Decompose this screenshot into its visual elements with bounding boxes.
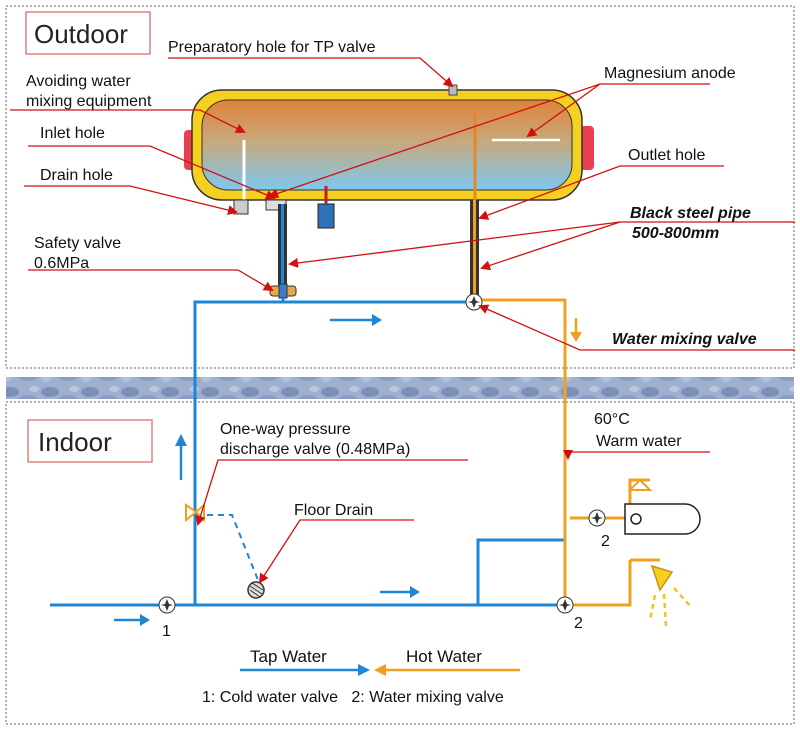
label-safety-valve-1: Safety valve xyxy=(34,235,121,252)
label-avoiding-1: Avoiding water xyxy=(26,73,131,90)
label-black-pipe-1: Black steel pipe xyxy=(630,205,751,222)
mixing-valve-shower xyxy=(556,596,574,614)
mixing-valve-basin xyxy=(588,509,606,527)
label-warm-temp: 60°C xyxy=(594,411,630,428)
outdoor-tag-box xyxy=(25,11,151,55)
indoor-tag-box xyxy=(27,419,153,463)
outdoor-region xyxy=(5,5,795,369)
legend-key: 1: Cold water valve 2: Water mixing valv… xyxy=(202,689,504,706)
legend: Tap Water Hot Water 1: Cold water valve … xyxy=(202,647,520,706)
legend-tap-water: Tap Water xyxy=(250,647,327,666)
label-oneway-2: discharge valve (0.48MPa) xyxy=(220,441,410,458)
cold-water-valve xyxy=(158,596,176,614)
floor-drain xyxy=(247,581,265,599)
label-drain-hole: Drain hole xyxy=(40,167,113,184)
label-inlet-hole: Inlet hole xyxy=(40,125,105,142)
label-safety-valve-2: 0.6MPa xyxy=(34,255,89,272)
label-black-pipe-2: 500-800mm xyxy=(632,225,719,242)
label-warm-water: Warm water xyxy=(596,433,682,450)
leader-lines xyxy=(10,57,795,584)
safety-valve xyxy=(269,283,297,299)
label-avoiding-2: mixing equipment xyxy=(26,93,152,110)
outdoor-tag: Outdoor xyxy=(34,19,128,49)
basin-fixture xyxy=(624,478,701,535)
label-water-mixing-valve: Water mixing valve xyxy=(612,331,757,348)
legend-hot-water: Hot Water xyxy=(406,647,482,666)
discharge-line xyxy=(196,514,261,586)
mixing-valve-tank xyxy=(465,293,483,311)
label-outlet-hole: Outlet hole xyxy=(628,147,705,164)
indoor-tag: Indoor xyxy=(38,427,112,457)
water-tank xyxy=(184,84,594,229)
label-num-2a: 2 xyxy=(601,533,610,550)
label-num-1: 1 xyxy=(162,623,171,640)
label-magnesium-anode: Magnesium anode xyxy=(604,65,736,82)
flow-arrows xyxy=(114,314,582,626)
label-tp-valve: Preparatory hole for TP valve xyxy=(168,39,376,56)
wall-band xyxy=(6,377,794,399)
label-num-2b: 2 xyxy=(574,615,583,632)
label-floor-drain: Floor Drain xyxy=(294,502,373,519)
shower-head xyxy=(630,558,693,627)
label-oneway-1: One-way pressure xyxy=(220,421,351,438)
indoor-region xyxy=(5,401,795,725)
cold-water-pipes xyxy=(50,298,565,607)
